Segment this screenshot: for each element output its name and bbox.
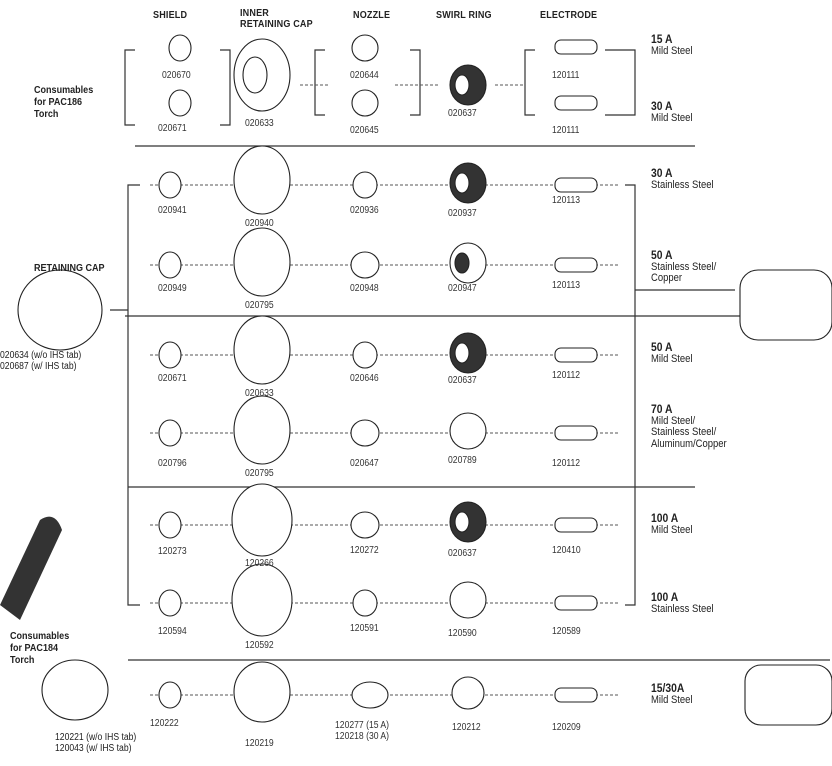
header-nozzle: NOZZLE: [353, 10, 390, 21]
row-6-cap: 120266: [245, 558, 274, 569]
row-0-nozzle: 020644: [350, 70, 379, 81]
header-inner-retaining-cap: INNER RETAINING CAP: [240, 8, 313, 30]
row-8-electrode: 120209: [552, 722, 581, 733]
pac186-label: Consumables for PAC186 Torch: [34, 84, 93, 120]
row-8-cap: 120219: [245, 738, 274, 749]
row-7-swirl: 120590: [448, 628, 477, 639]
header-shield: SHIELD: [153, 10, 187, 21]
row-1-cap: 020633: [245, 118, 274, 129]
row-1-shield: 020671: [158, 123, 187, 134]
row-2-swirl: 020937: [448, 208, 477, 219]
retaining-cap-label: RETAINING CAP: [34, 262, 105, 274]
row-4-nozzle: 020646: [350, 373, 379, 384]
row-3-nozzle: 020948: [350, 283, 379, 294]
row-4-swirl: 020637: [448, 375, 477, 386]
row-3-shield: 020949: [158, 283, 187, 294]
row-7-cap: 120592: [245, 640, 274, 651]
row-3-electrode: 120113: [552, 280, 580, 291]
row-4-cap: 020633: [245, 388, 274, 399]
pac184-label: Consumables for PAC184 Torch: [10, 630, 69, 666]
header-electrode: ELECTRODE: [540, 10, 597, 21]
row-2-cap: 020940: [245, 218, 274, 229]
row-7-shield: 120594: [158, 626, 187, 637]
row-5-cap: 020795: [245, 468, 274, 479]
row-6-swirl: 020637: [448, 548, 477, 559]
row-1-swirl: 020637: [448, 108, 477, 119]
row-3-cap: 020795: [245, 300, 274, 311]
row-1-nozzle: 020645: [350, 125, 379, 136]
row-7-nozzle: 120591: [350, 623, 379, 634]
row-4-electrode: 120112: [552, 370, 580, 381]
row-5-electrode: 120112: [552, 458, 580, 469]
row-4-shield: 020671: [158, 373, 187, 384]
row-8-nozzle: 120277 (15 A) 120218 (30 A): [335, 720, 389, 742]
row-1-electrode: 120111: [552, 125, 579, 136]
pac184-cap-parts: 120221 (w/o IHS tab) 120043 (w/ IHS tab): [55, 732, 136, 754]
retaining-cap-parts: 020634 (w/o IHS tab) 020687 (w/ IHS tab): [0, 350, 81, 372]
row-6-shield: 120273: [158, 546, 187, 557]
row-5-nozzle: 020647: [350, 458, 379, 469]
row-8-shield: 120222: [150, 718, 179, 729]
row-6-electrode: 120410: [552, 545, 581, 556]
row-0-shield: 020670: [162, 70, 191, 81]
row-7-electrode: 120589: [552, 626, 581, 637]
row-3-swirl: 020947: [448, 283, 477, 294]
row-8-swirl: 120212: [452, 722, 481, 733]
row-2-shield: 020941: [158, 205, 187, 216]
row-5-shield: 020796: [158, 458, 187, 469]
header-swirl-ring: SWIRL RING: [436, 10, 492, 21]
row-2-electrode: 120113: [552, 195, 580, 206]
row-0-electrode: 120111: [552, 70, 579, 81]
row-2-nozzle: 020936: [350, 205, 379, 216]
row-5-swirl: 020789: [448, 455, 477, 466]
row-6-nozzle: 120272: [350, 545, 379, 556]
